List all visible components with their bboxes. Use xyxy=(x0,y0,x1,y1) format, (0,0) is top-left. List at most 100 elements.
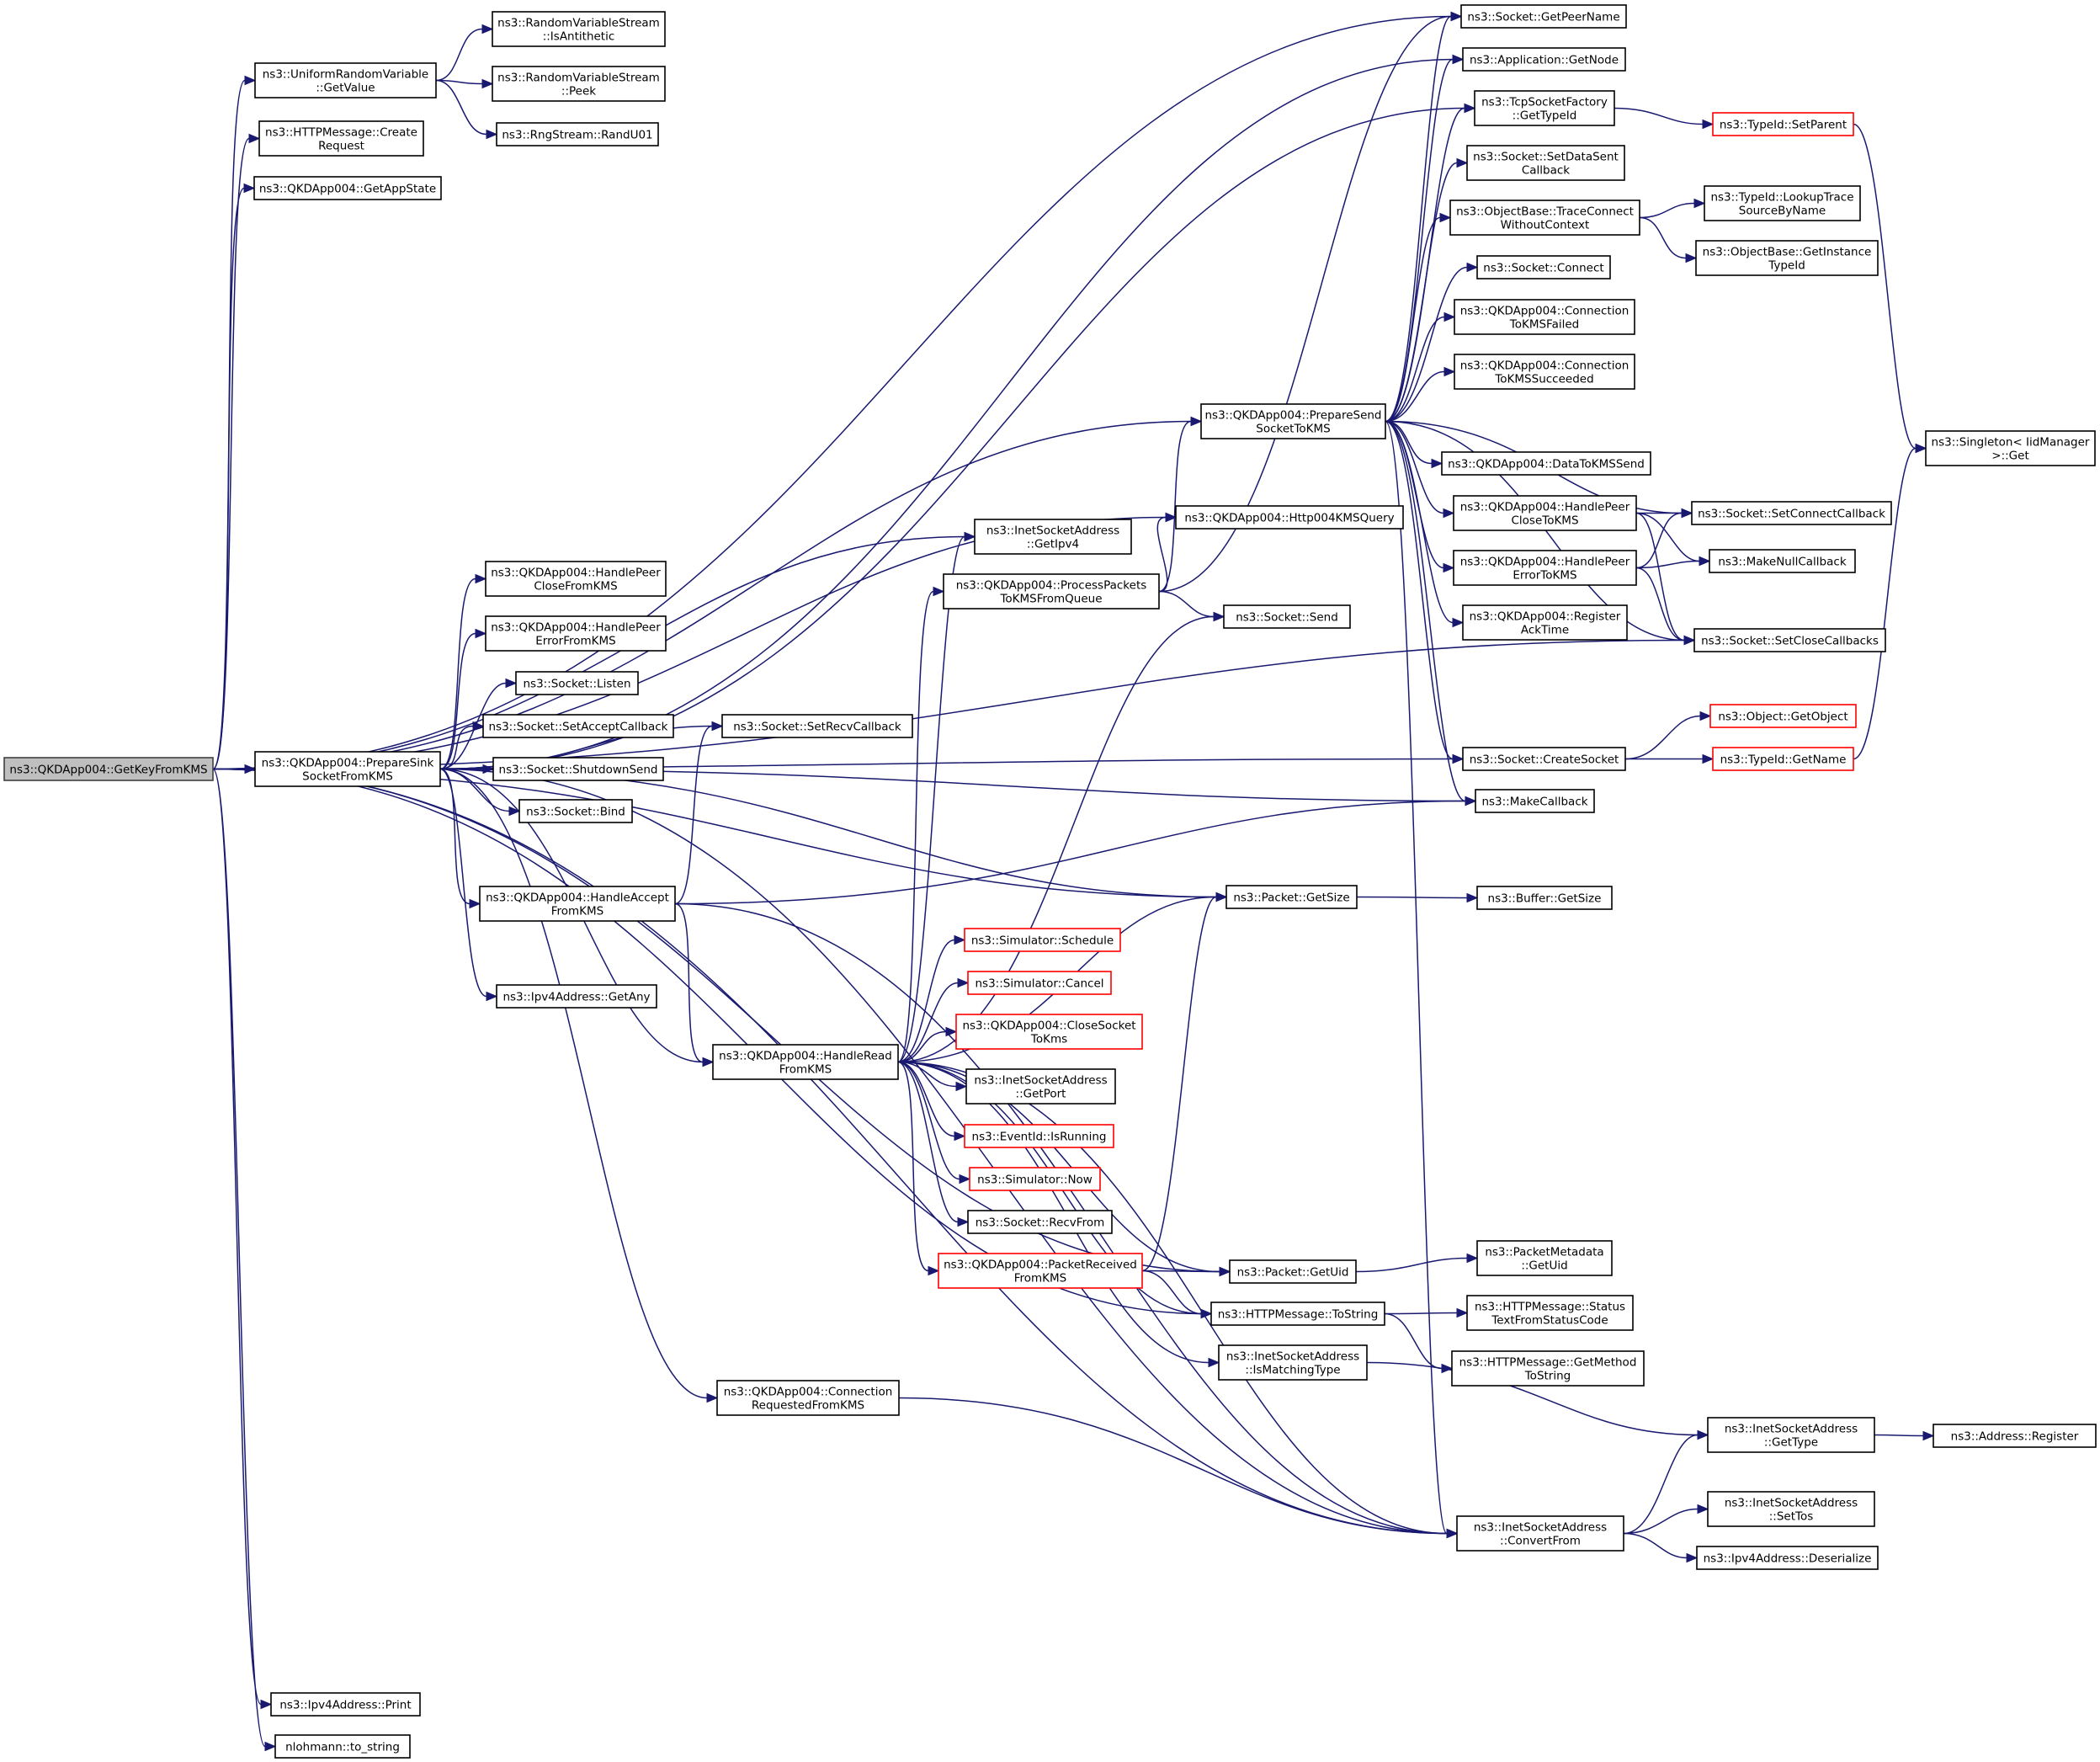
node-schedule[interactable]: ns3::Simulator::Schedule xyxy=(964,928,1121,952)
node-ipv4Print[interactable]: ns3::Ipv4Address::Print xyxy=(270,1692,421,1717)
node-box xyxy=(967,971,1112,995)
node-box xyxy=(479,886,676,922)
node-connect[interactable]: ns3::Socket::Connect xyxy=(1476,255,1611,279)
node-shutdownSend[interactable]: ns3::Socket::ShutdownSend xyxy=(492,757,664,781)
node-label: ns3::QKDApp004::Register xyxy=(1470,610,1621,624)
edge-packetReceived-to-getSize xyxy=(1141,892,1228,1272)
node-bind[interactable]: ns3::Socket::Bind xyxy=(518,799,633,823)
node-label: ::Peek xyxy=(561,85,596,98)
node-isRunning[interactable]: ns3::EventId::IsRunning xyxy=(964,1124,1114,1148)
node-label: ::IsMatchingType xyxy=(1245,1364,1340,1377)
edge-prepareSink-to-hpErrorFrom xyxy=(439,628,487,770)
arrowhead-icon xyxy=(1452,753,1465,764)
node-tcpGetTypeId[interactable]: ns3::TcpSocketFactory::GetTypeId xyxy=(1474,90,1615,126)
arrowhead-icon xyxy=(1466,262,1479,273)
node-cancel[interactable]: ns3::Simulator::Cancel xyxy=(967,971,1112,995)
node-peek[interactable]: ns3::RandomVariableStream::Peek xyxy=(492,66,666,102)
node-box xyxy=(496,122,659,146)
node-label: ns3::InetSocketAddress xyxy=(1725,1423,1858,1436)
node-socketSend[interactable]: ns3::Socket::Send xyxy=(1223,604,1351,629)
node-isAntithetic[interactable]: ns3::RandomVariableStream::IsAntithetic xyxy=(492,11,666,47)
node-getObject[interactable]: ns3::Object::GetObject xyxy=(1709,704,1857,728)
node-convertFrom[interactable]: ns3::InetSocketAddress::ConvertFrom xyxy=(1456,1515,1624,1552)
node-getPeerName[interactable]: ns3::Socket::GetPeerName xyxy=(1460,4,1627,29)
node-httpToString[interactable]: ns3::HTTPMessage::ToString xyxy=(1210,1302,1385,1326)
node-isMatching[interactable]: ns3::InetSocketAddress::IsMatchingType xyxy=(1218,1344,1368,1381)
arrowhead-icon xyxy=(475,628,487,639)
node-box xyxy=(974,519,1132,555)
node-getKey[interactable]: ns3::QKDApp004::GetKeyFromKMS xyxy=(3,757,214,781)
arrowhead-icon xyxy=(1697,1429,1709,1440)
node-setTos[interactable]: ns3::InetSocketAddress::SetTos xyxy=(1707,1491,1875,1527)
node-getAppState[interactable]: ns3::QKDApp004::GetAppState xyxy=(253,176,442,200)
node-listen[interactable]: ns3::Socket::Listen xyxy=(515,671,639,695)
node-getIpv4[interactable]: ns3::InetSocketAddress::GetIpv4 xyxy=(974,519,1132,555)
node-getAny[interactable]: ns3::Ipv4Address::GetAny xyxy=(496,984,657,1009)
node-recvFrom[interactable]: ns3::Socket::RecvFrom xyxy=(967,1210,1113,1234)
node-label: ns3::Packet::GetSize xyxy=(1233,892,1349,905)
node-label: ns3::ObjectBase::TraceConnect xyxy=(1456,205,1634,219)
node-toString[interactable]: nlohmann::to_string xyxy=(274,1734,411,1759)
node-label: ::GetPort xyxy=(1016,1088,1066,1101)
edge-handleRead-to-processPackets xyxy=(897,586,945,1063)
node-makeCallback[interactable]: ns3::MakeCallback xyxy=(1475,789,1595,813)
node-bufGetSize[interactable]: ns3::Buffer::GetSize xyxy=(1476,886,1613,910)
node-singletonGet[interactable]: ns3::Singleton< IidManager>::Get xyxy=(1925,430,2096,466)
node-setCloseCbs[interactable]: ns3::Socket::SetCloseCallbacks xyxy=(1693,628,1886,652)
edge-handleRead-to-recvFrom xyxy=(897,1061,970,1227)
arrowhead-icon xyxy=(1446,1528,1459,1539)
edge-convertFrom-to-getType xyxy=(1623,1429,1709,1535)
edge-packetReceived-to-getUid xyxy=(1141,1266,1231,1277)
node-makeNullCb[interactable]: ns3::MakeNullCallback xyxy=(1709,549,1856,573)
node-processPackets[interactable]: ns3::QKDApp004::ProcessPacketsToKMSFromQ… xyxy=(943,573,1160,610)
node-createSocket[interactable]: ns3::Socket::CreateSocket xyxy=(1462,747,1626,771)
node-setAcceptCb[interactable]: ns3::Socket::SetAcceptCallback xyxy=(482,714,674,738)
node-metaGetUid[interactable]: ns3::PacketMetadata::GetUid xyxy=(1476,1240,1613,1276)
node-getSize[interactable]: ns3::Packet::GetSize xyxy=(1225,885,1358,909)
node-label: ns3::HTTPMessage::Status xyxy=(1475,1301,1625,1314)
node-box xyxy=(1704,185,1861,221)
node-httpQuery[interactable]: ns3::QKDApp004::Http004KMSQuery xyxy=(1175,505,1404,530)
node-getType[interactable]: ns3::InetSocketAddress::GetType xyxy=(1707,1417,1875,1453)
node-getUid[interactable]: ns3::Packet::GetUid xyxy=(1229,1259,1357,1284)
node-box xyxy=(1933,1424,2097,1448)
node-box xyxy=(1225,885,1358,909)
node-addrRegister[interactable]: ns3::Address::Register xyxy=(1933,1424,2097,1448)
node-deserialize[interactable]: ns3::Ipv4Address::Deserialize xyxy=(1696,1546,1879,1570)
node-traceConnect[interactable]: ns3::ObjectBase::TraceConnectWithoutCont… xyxy=(1449,200,1640,236)
node-randU01[interactable]: ns3::RngStream::RandU01 xyxy=(496,122,659,146)
node-setRecvCb[interactable]: ns3::Socket::SetRecvCallback xyxy=(721,714,913,738)
node-urvGetValue[interactable]: ns3::UniformRandomVariable::GetValue xyxy=(254,62,437,98)
arrowhead-icon xyxy=(243,183,256,194)
node-getNode[interactable]: ns3::Application::GetNode xyxy=(1462,47,1626,72)
node-connReq[interactable]: ns3::QKDApp004::ConnectionRequestedFromK… xyxy=(716,1380,900,1416)
node-now[interactable]: ns3::Simulator::Now xyxy=(969,1167,1101,1191)
node-getName[interactable]: ns3::TypeId::GetName xyxy=(1712,747,1854,771)
edge-createSocket-to-getName xyxy=(1625,753,1715,764)
node-dataToKMSSend[interactable]: ns3::QKDApp004::DataToKMSSend xyxy=(1441,451,1651,476)
node-setConnectCb[interactable]: ns3::Socket::SetConnectCallback xyxy=(1691,501,1892,525)
node-getPort[interactable]: ns3::InetSocketAddress::GetPort xyxy=(965,1068,1116,1105)
node-statusText[interactable]: ns3::HTTPMessage::StatusTextFromStatusCo… xyxy=(1466,1295,1634,1331)
node-box xyxy=(1451,1350,1645,1387)
node-label: CloseFromKMS xyxy=(534,580,617,594)
node-setParent[interactable]: ns3::TypeId::SetParent xyxy=(1712,112,1854,136)
